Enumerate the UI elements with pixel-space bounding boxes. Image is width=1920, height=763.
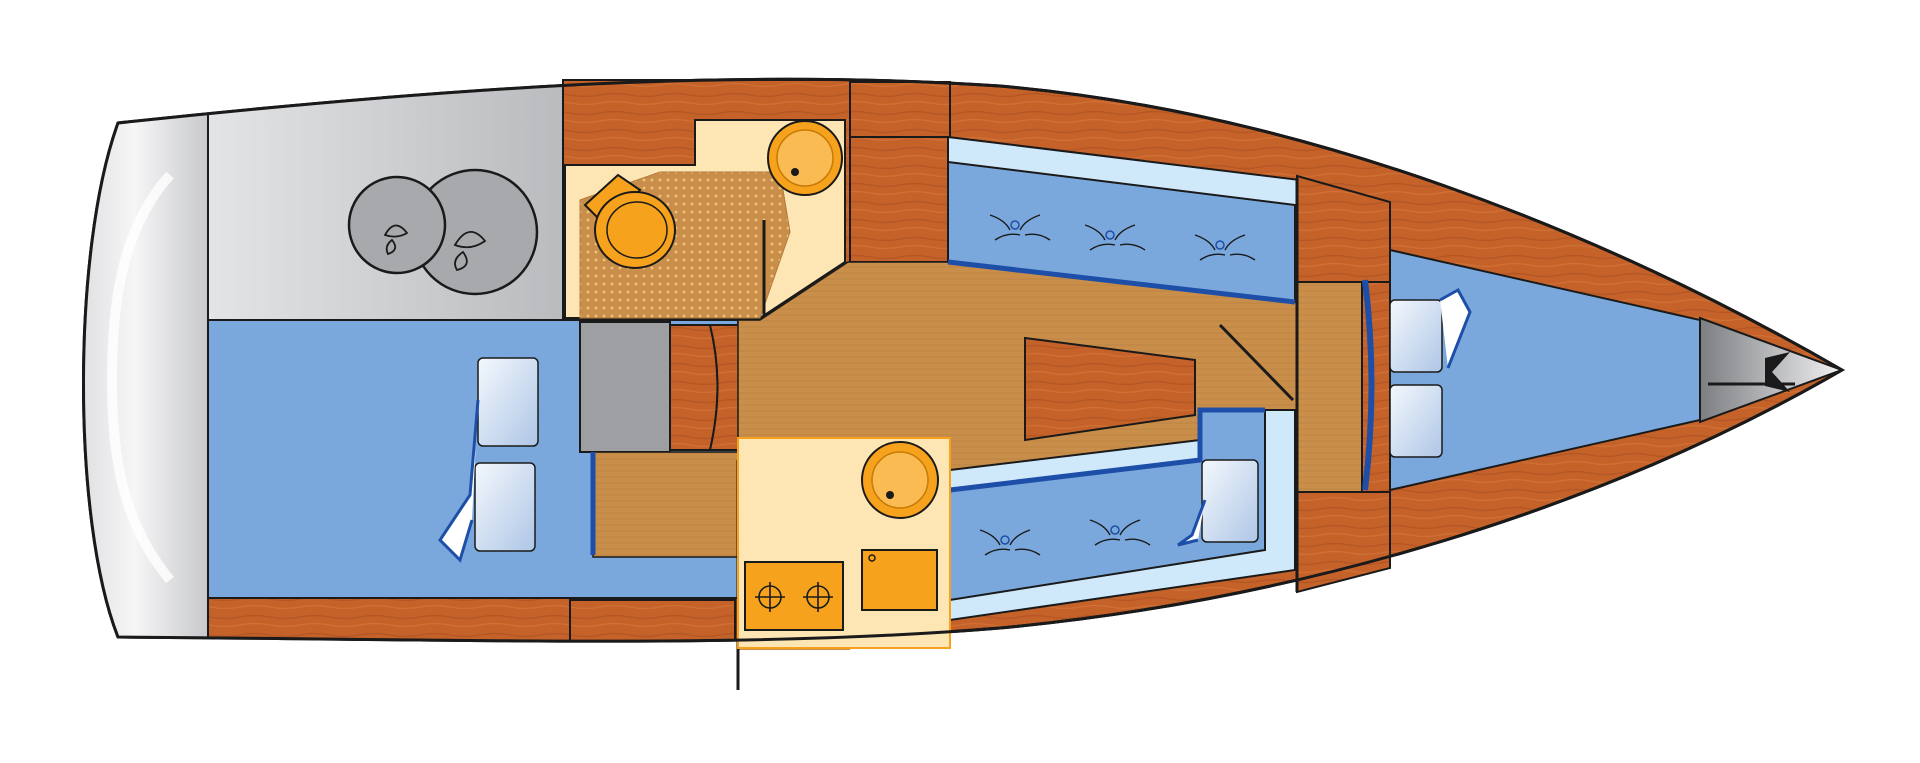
saloon-table (1024, 336, 1196, 442)
settee-pillow (1177, 459, 1259, 547)
forward-cabin-v-berth (1362, 248, 1701, 492)
stove (744, 561, 844, 631)
engine-box (579, 321, 671, 453)
propeller-icon (383, 224, 487, 272)
head-compartment (562, 79, 851, 321)
forward-pillow (1389, 287, 1472, 458)
toilet-icon (583, 173, 676, 269)
galley (737, 437, 951, 649)
fridge-icon (861, 549, 938, 611)
forward-bulkhead (1218, 174, 1391, 594)
bow-fitting (1699, 316, 1845, 424)
port-settee (949, 407, 1296, 622)
head-basin-icon (767, 120, 843, 196)
aft-pillow (438, 357, 539, 563)
starboard-settee (947, 135, 1301, 305)
twin-helm-wheel (347, 168, 539, 296)
stove-burner-icon (755, 582, 833, 612)
galley-sink-icon (861, 441, 939, 519)
